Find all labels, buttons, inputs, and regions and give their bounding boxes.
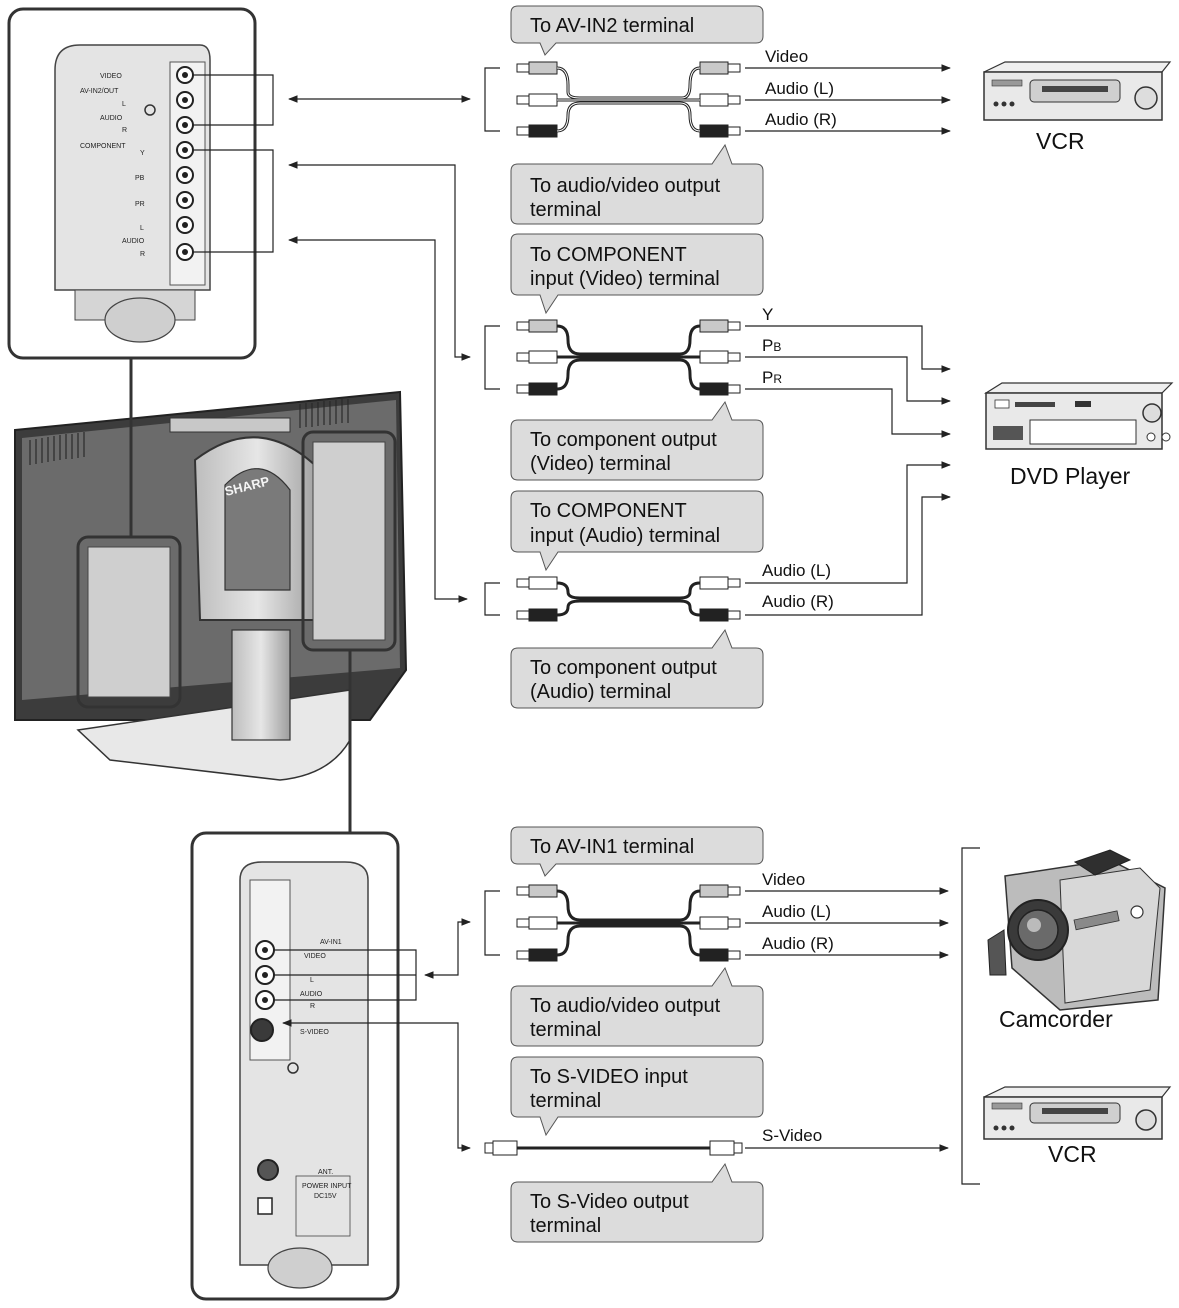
callout-component-video-in: To COMPONENT input (Video) terminal <box>510 233 764 315</box>
callout-component-audio-out: To component output (Audio) terminal <box>510 628 764 709</box>
callout-svideo-out: To S-Video output terminal <box>510 1162 764 1243</box>
panel-label-video: VIDEO <box>100 73 122 80</box>
label-video-cam: Video <box>762 870 805 889</box>
zoom-panel-av-in2-component: VIDEO AV-IN2/OUT L AUDIO R COMPONENT Y P… <box>7 7 274 360</box>
callout-av-output-1: To audio/video output terminal <box>510 143 764 225</box>
panel-label-component-audio: AUDIO <box>122 238 145 245</box>
device-label-dvd-player: DVD Player <box>1010 463 1130 489</box>
panel-label-y: Y <box>140 150 145 157</box>
panel-label-av-in1-video: VIDEO <box>304 953 326 960</box>
callout-component-video-in-line2: input (Video) terminal <box>530 268 720 290</box>
vcr-top-device: VCR <box>983 61 1172 154</box>
panel-label-av-in1-audio: AUDIO <box>300 991 323 998</box>
connection-arrows <box>282 95 471 1152</box>
callout-svideo-out-line1: To S-Video output <box>530 1191 689 1213</box>
panel-label-l: L <box>122 101 126 108</box>
dvd-player-device: DVD Player <box>983 382 1174 489</box>
device-label-vcr-bottom: VCR <box>1048 1141 1097 1167</box>
callout-component-video-out-line1: To component output <box>530 429 717 451</box>
callout-svideo-in-line2: terminal <box>530 1090 601 1112</box>
callout-av-in1-text: To AV-IN1 terminal <box>530 836 694 858</box>
panel-label-av-in2-out: AV-IN2/OUT <box>80 88 119 95</box>
callout-component-audio-out-line2: (Audio) terminal <box>530 681 671 703</box>
callout-av-in2: To AV-IN2 terminal <box>510 5 764 56</box>
label-video-vcr: Video <box>765 47 808 66</box>
vcr-bottom-device: VCR <box>983 1086 1172 1167</box>
camcorder-device: Camcorder <box>987 849 1166 1032</box>
label-y: Y <box>762 305 773 324</box>
callout-av-output-2-line1: To audio/video output <box>530 995 721 1017</box>
panel-label-av-in1: AV-IN1 <box>320 939 342 946</box>
label-audio-l-cam: Audio (L) <box>762 902 831 921</box>
label-audio-l-vcr: Audio (L) <box>765 79 834 98</box>
label-audio-r-dvd: Audio (R) <box>762 592 834 611</box>
panel-label-component: COMPONENT <box>80 143 126 150</box>
callout-component-video-in-line1: To COMPONENT <box>530 244 687 266</box>
callout-svideo-out-line2: terminal <box>530 1215 601 1237</box>
callout-svideo-in-line1: To S-VIDEO input <box>530 1066 688 1088</box>
callout-svideo-in: To S-VIDEO input terminal <box>510 1056 764 1137</box>
panel-label-pr: PR <box>135 201 145 208</box>
callout-component-audio-out-line1: To component output <box>530 657 717 679</box>
panel-label-ant: ANT. <box>318 1169 333 1176</box>
zoom-panel-av-in1: AV-IN1 VIDEO L AUDIO R S-VIDEO ANT. POWE… <box>190 831 417 1301</box>
callout-component-audio-in-line1: To COMPONENT <box>530 500 687 522</box>
label-pr: PR <box>762 368 782 387</box>
panel-label-av-in1-l: L <box>310 977 314 984</box>
label-pb: PB <box>762 336 781 355</box>
signal-lines <box>745 64 980 1185</box>
callout-component-audio-in-line2: input (Audio) terminal <box>530 525 720 547</box>
callout-component-audio-in: To COMPONENT input (Audio) terminal <box>510 490 764 572</box>
callout-av-output-2: To audio/video output terminal <box>510 966 764 1047</box>
callout-component-video-out-line2: (Video) terminal <box>530 453 671 475</box>
panel-label-r: R <box>122 127 127 134</box>
panel-label-audio-r: R <box>140 251 145 258</box>
label-s-video: S-Video <box>762 1126 822 1145</box>
panel-label-av-in1-r: R <box>310 1003 315 1010</box>
device-label-vcr-top: VCR <box>1036 128 1085 154</box>
label-audio-r-vcr: Audio (R) <box>765 110 837 129</box>
av-in1-cables <box>484 884 741 962</box>
callout-component-video-out: To component output (Video) terminal <box>510 400 764 481</box>
callout-av-output-2-line2: terminal <box>530 1019 601 1041</box>
label-audio-r-cam: Audio (R) <box>762 934 834 953</box>
lcd-monitor-rear: SHARP <box>14 358 408 833</box>
callout-av-in1: To AV-IN1 terminal <box>510 826 764 877</box>
panel-label-audio-l: L <box>140 225 144 232</box>
label-audio-l-dvd: Audio (L) <box>762 561 831 580</box>
av-in2-cables <box>484 61 741 138</box>
panel-label-pb: PB <box>135 175 145 182</box>
component-video-cables <box>484 319 741 396</box>
device-label-camcorder: Camcorder <box>999 1006 1113 1032</box>
panel-label-power-input: POWER INPUT <box>302 1183 352 1190</box>
s-video-cable <box>484 1140 743 1156</box>
callout-av-output-1-line2: terminal <box>530 199 601 221</box>
callout-av-output-1-line1: To audio/video output <box>530 175 721 197</box>
callout-av-in2-text: To AV-IN2 terminal <box>530 15 694 37</box>
panel-label-dc15v: DC15V <box>314 1193 337 1200</box>
component-audio-cables <box>484 576 741 622</box>
panel-label-audio: AUDIO <box>100 115 123 122</box>
panel-label-s-video: S-VIDEO <box>300 1029 329 1036</box>
